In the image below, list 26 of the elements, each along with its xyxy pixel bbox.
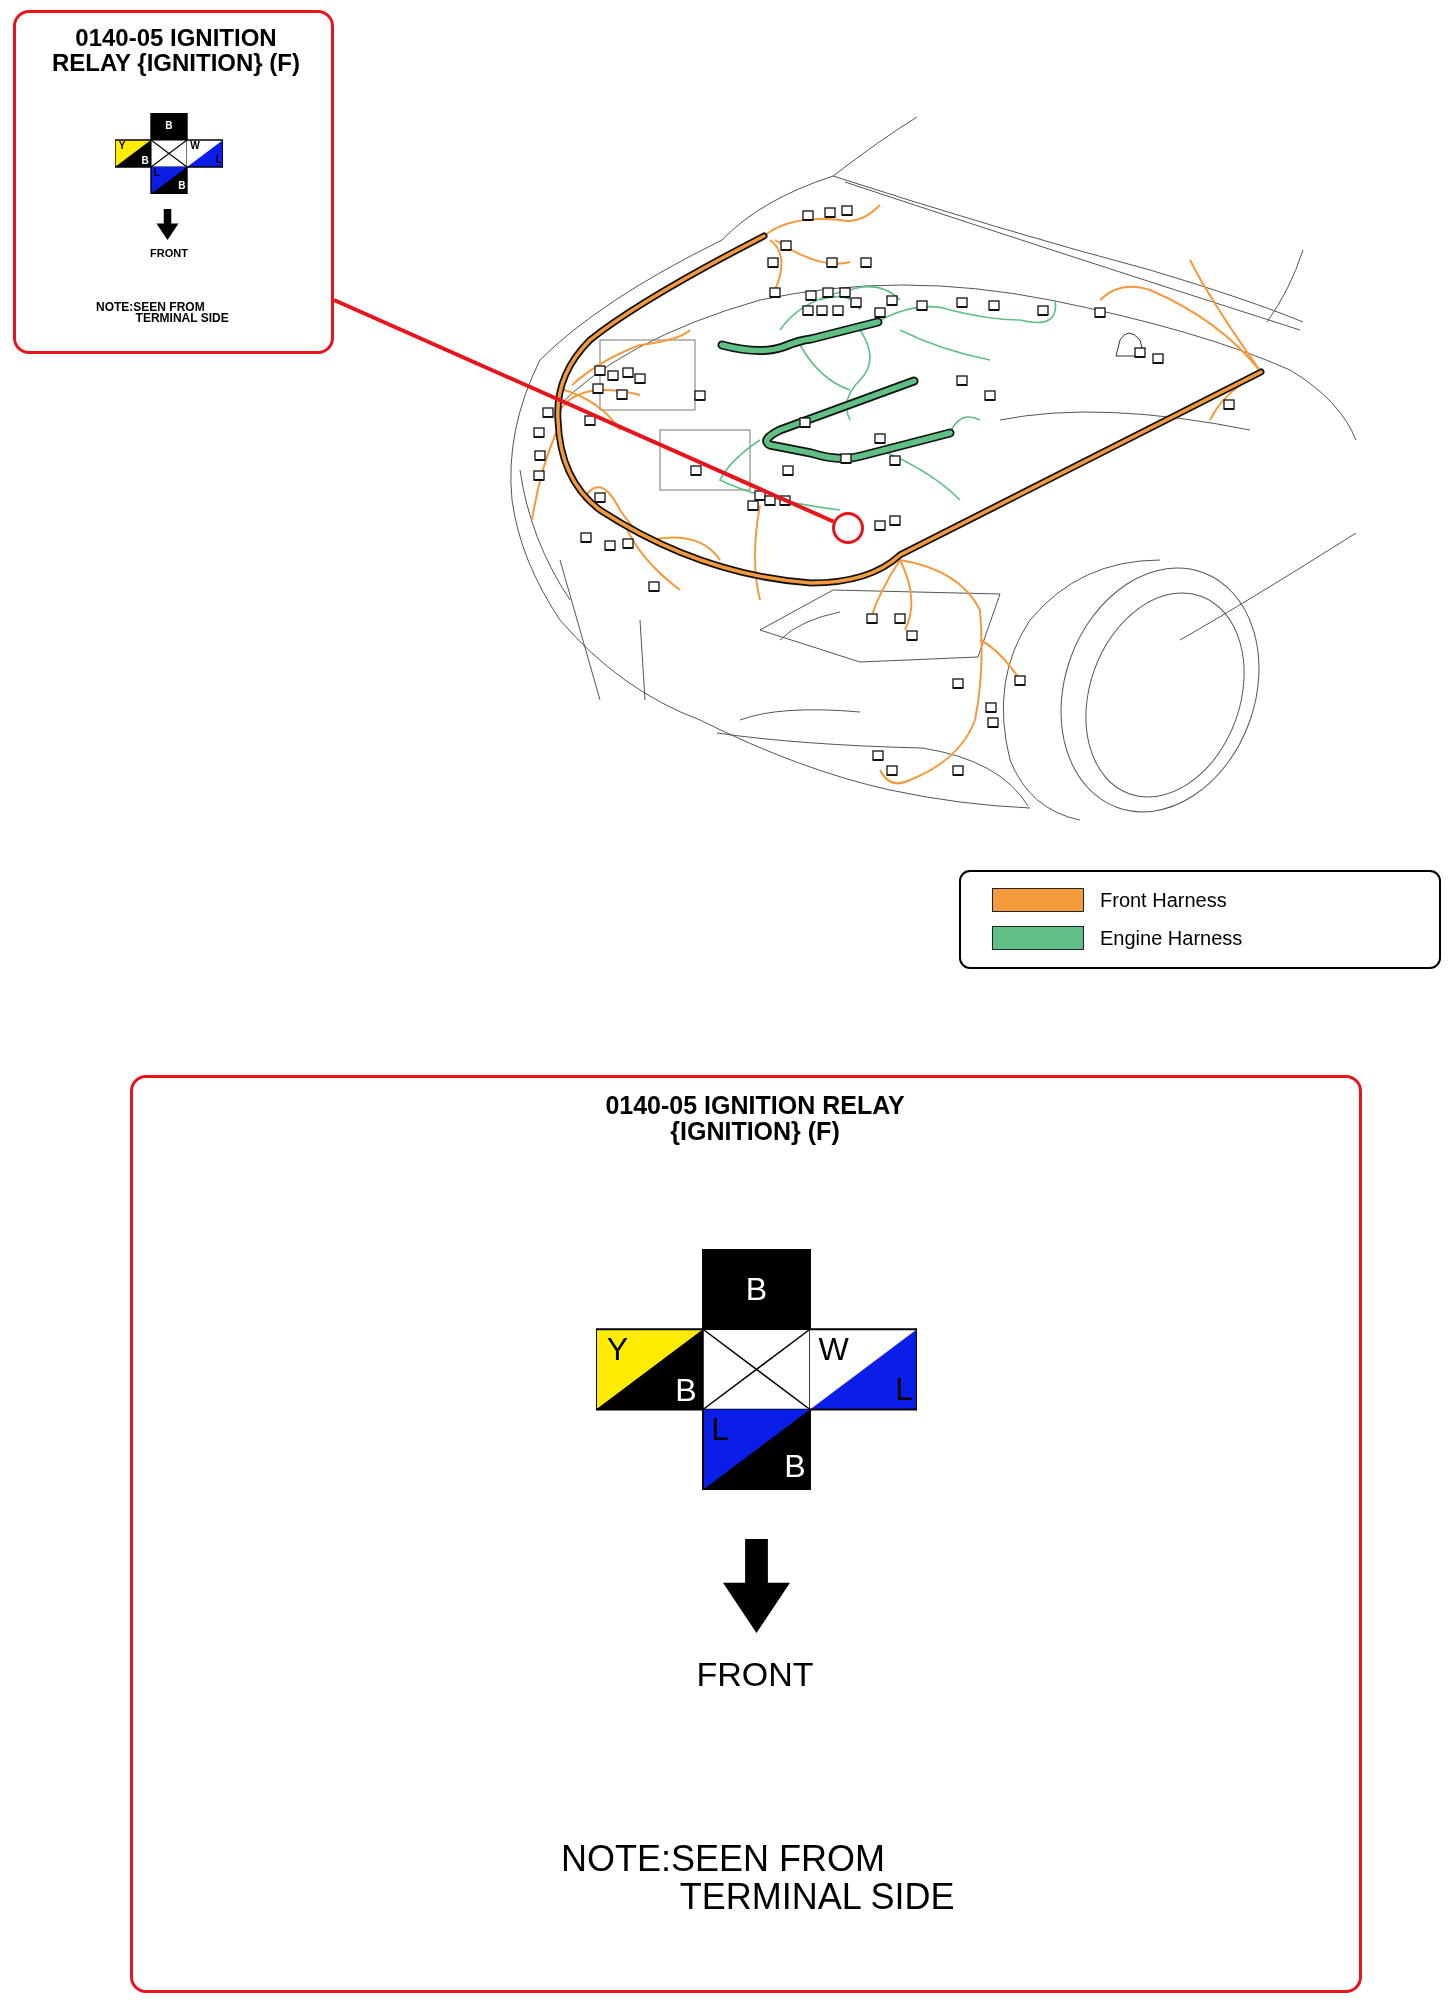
pin-label: B: [675, 1374, 697, 1407]
connector-title: 0140-05 IGNITION RELAY {IGNITION} (F): [604, 1092, 906, 1145]
pin-label: B: [141, 155, 149, 166]
pin-label: L: [711, 1412, 730, 1445]
legend-label: Engine Harness: [1100, 926, 1243, 950]
pin-label: L: [215, 155, 222, 166]
direction-label: FRONT: [149, 247, 189, 260]
pin-label: B: [178, 181, 186, 192]
note-text: NOTE:SEEN FROM TERMINAL SIDE: [561, 1840, 956, 1916]
legend-label: Front Harness: [1100, 888, 1227, 912]
direction-label: FRONT: [695, 1656, 815, 1694]
pin-label: B: [165, 121, 173, 132]
connector-callout-panel: [130, 1075, 1362, 1993]
location-circle: [832, 512, 864, 544]
pin-label: L: [895, 1373, 914, 1406]
pin-label: L: [153, 168, 160, 179]
pin-label: B: [784, 1450, 806, 1483]
pin-label: Y: [606, 1332, 629, 1365]
pin-label: Y: [118, 141, 126, 152]
leader-line: [333, 298, 835, 524]
connector-callout-panel: [13, 10, 334, 354]
pin-label: W: [818, 1332, 849, 1365]
connector-title: 0140-05 IGNITION RELAY {IGNITION} (F): [51, 25, 301, 76]
pin-label: W: [190, 141, 200, 152]
note-text: NOTE:SEEN FROM TERMINAL SIDE: [96, 302, 230, 325]
pin-label: B: [745, 1272, 768, 1305]
